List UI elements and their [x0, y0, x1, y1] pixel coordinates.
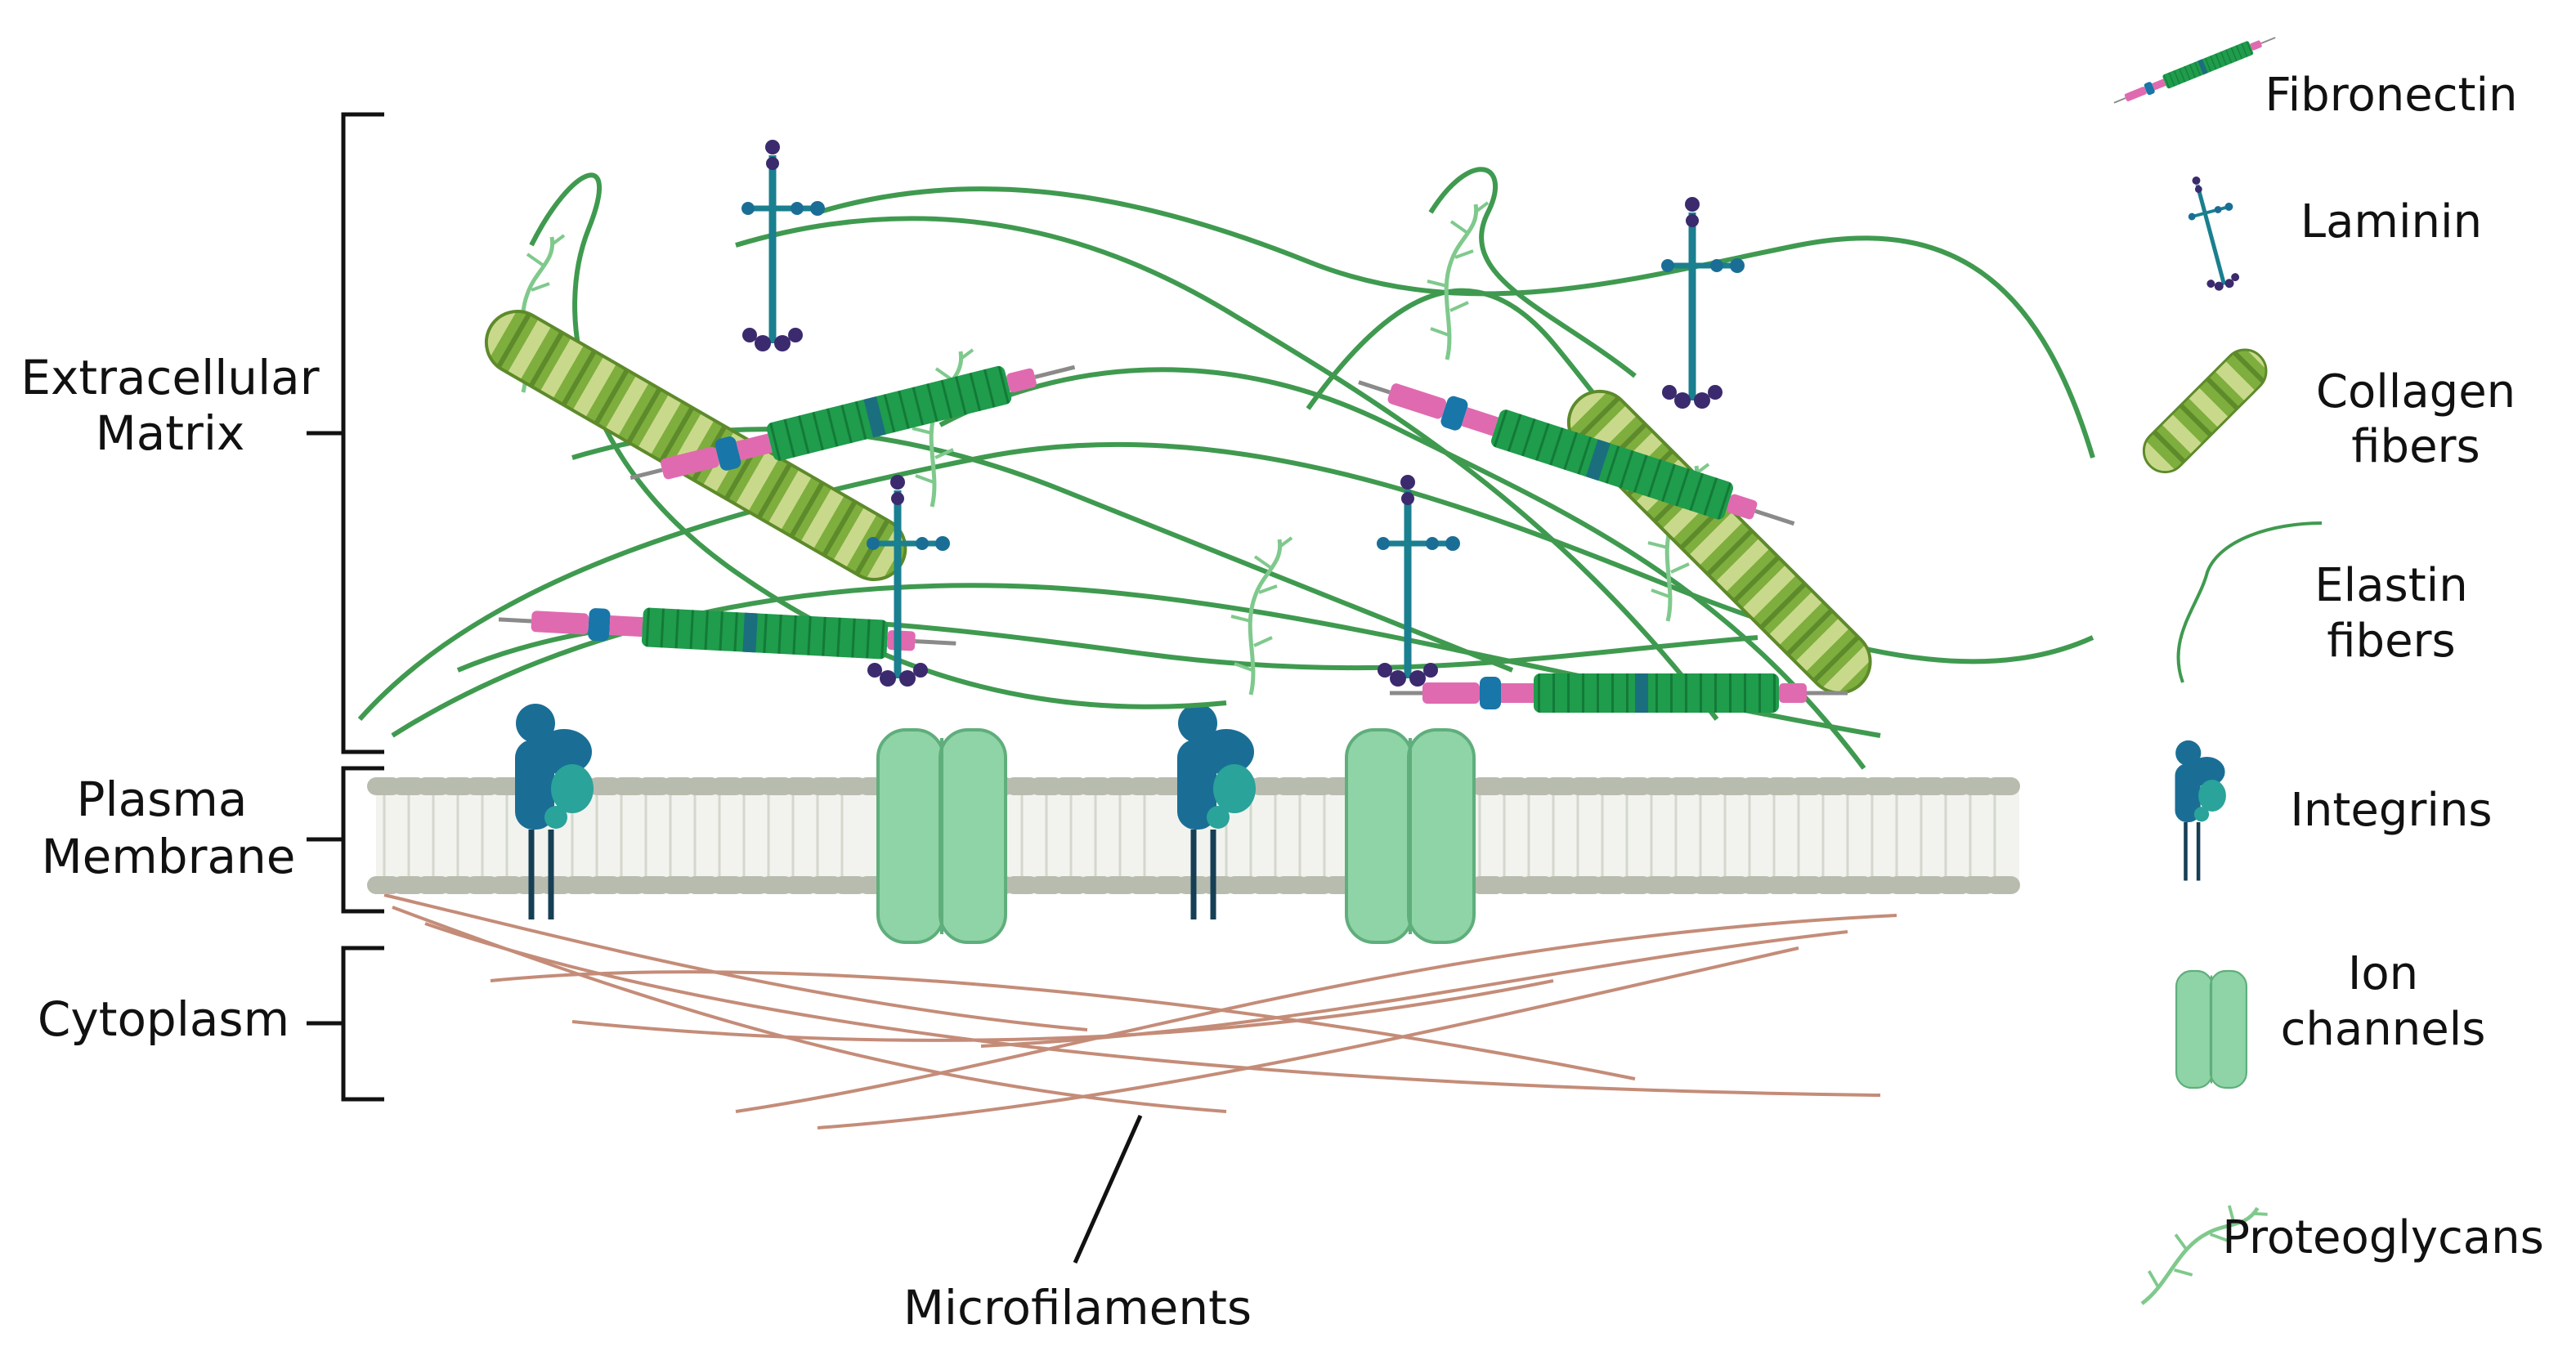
laminin-3	[1661, 197, 1745, 409]
legend-ion-label-line1: Ion	[2348, 947, 2418, 1000]
ion-channel-1	[876, 728, 1007, 944]
legend-elastin-label-line2: fibers	[2327, 615, 2455, 668]
cytoplasm-bracket	[307, 946, 384, 1102]
legend-collagen-label-line1: Collagen	[2316, 365, 2516, 418]
microfilaments-pointer	[1073, 1114, 1143, 1264]
cytoplasm-label: Cytoplasm	[38, 991, 289, 1047]
legend-collagen-label-line2: fibers	[2351, 420, 2480, 473]
legend: Fibronectin Laminin Collagen fibers Elas…	[2110, 29, 2544, 1329]
collagen-fiber-icon	[2142, 348, 2268, 474]
ion-channel-icon	[2175, 969, 2247, 1089]
fibronectin-icon	[2110, 29, 2279, 111]
legend-ion-channels: Ion channels	[2175, 947, 2486, 1089]
legend-elastin-label-line1: Elastin	[2314, 559, 2467, 612]
legend-proteoglycans-label: Proteoglycans	[2222, 1211, 2544, 1264]
legend-integrins-label: Integrins	[2290, 784, 2492, 837]
legend-ion-label-line2: channels	[2281, 1003, 2486, 1056]
ecm-label-line2: Matrix	[96, 405, 245, 461]
legend-fibronectin-label: Fibronectin	[2265, 69, 2517, 122]
legend-collagen: Collagen fibers	[2142, 348, 2516, 474]
microfilaments	[383, 893, 1897, 1130]
collagen-fiber-1	[484, 310, 907, 581]
laminin-1	[741, 140, 825, 351]
legend-laminin: Laminin	[2179, 169, 2482, 293]
fibronectin-4	[1390, 673, 1848, 713]
membrane-label-line2: Membrane	[42, 829, 296, 884]
microfilaments-label: Microfilaments	[903, 1280, 1252, 1335]
legend-proteoglycans: Proteoglycans	[2128, 1178, 2544, 1329]
legend-laminin-label: Laminin	[2300, 195, 2482, 248]
legend-elastin: Elastin fibers	[2176, 521, 2468, 683]
collagen-fiber-2	[1566, 389, 1872, 695]
membrane-label-line1: Plasma	[77, 772, 248, 827]
laminin-icon	[2179, 169, 2253, 293]
membrane-bracket	[307, 766, 384, 914]
legend-fibronectin: Fibronectin	[2110, 29, 2518, 122]
elastin-fiber-icon	[2176, 521, 2323, 683]
region-brackets	[307, 112, 384, 1102]
integrin-icon	[2175, 740, 2226, 881]
proteoglycan-3	[1427, 203, 1488, 360]
proteoglycan-2	[912, 350, 973, 507]
ion-channel-2	[1345, 728, 1476, 944]
laminin-4	[1377, 475, 1460, 687]
ecm-bracket	[307, 112, 384, 754]
legend-integrins: Integrins	[2175, 740, 2493, 881]
region-labels: Extracellular Matrix Plasma Membrane Cyt…	[20, 350, 319, 1047]
ecm-label-line1: Extracellular	[20, 350, 319, 405]
